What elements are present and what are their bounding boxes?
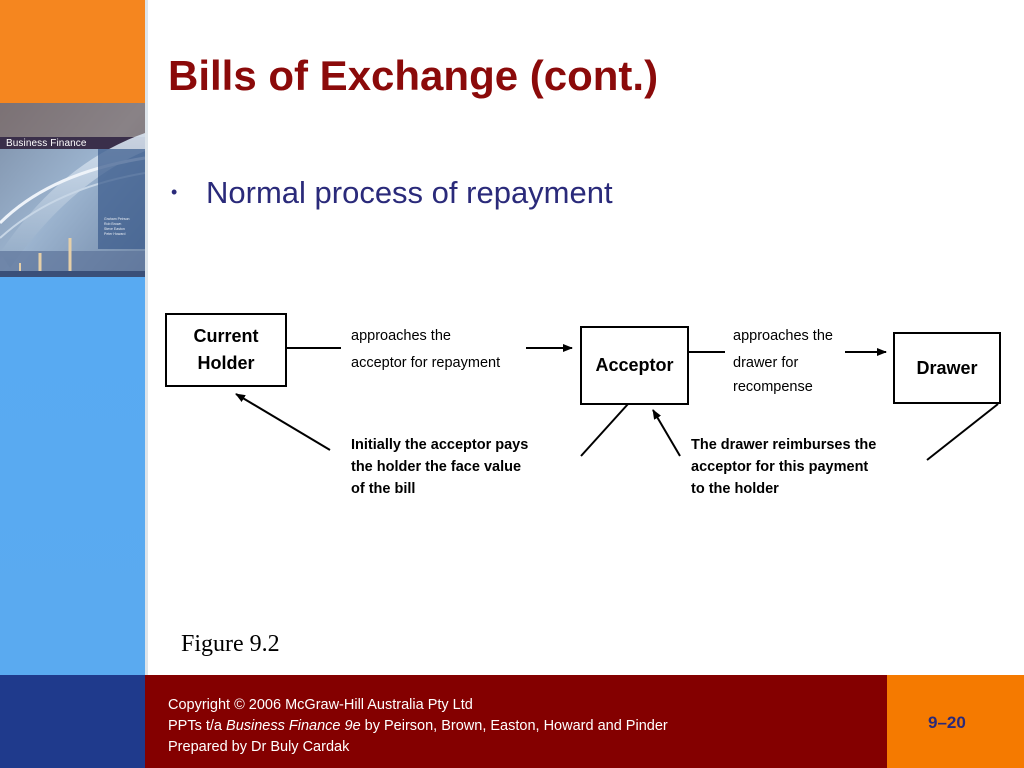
bullet-text: Normal process of repayment — [206, 175, 613, 210]
connector-drawer-down — [926, 403, 999, 461]
slide-title: Bills of Exchange (cont.) — [168, 52, 659, 99]
node-acceptor: Acceptor — [580, 326, 689, 405]
connector-acceptor-down — [580, 403, 629, 457]
cover-title: Business Finance — [6, 138, 87, 149]
cover-author: Steve Easton — [104, 227, 125, 231]
label-acceptor-pays-line: Initially the acceptor pays — [351, 437, 529, 453]
footer-book-title: Business Finance 9e — [226, 718, 361, 734]
footer-ppts-credit: PPTs t/a Business Finance 9e by Peirson,… — [168, 718, 668, 734]
node-current-holder-line: Current — [193, 326, 259, 346]
label-drawer-reimburses-line: to the holder — [691, 481, 779, 497]
sidebar-blue-panel — [0, 277, 145, 675]
node-acceptor-label: Acceptor — [595, 355, 674, 375]
label-approach-drawer-line: recompense — [733, 379, 813, 395]
sidebar-divider — [145, 0, 148, 675]
label-approach-acceptor-line: approaches the — [351, 328, 451, 344]
node-current-holder-line: Holder — [197, 353, 255, 373]
figure-caption: Figure 9.2 — [181, 631, 280, 657]
bridge-photo-icon — [0, 103, 145, 277]
node-current-holder: Current Holder — [165, 313, 287, 387]
footer-right-block — [887, 675, 1024, 768]
arrow-payment-to-holder — [235, 393, 331, 451]
label-approach-drawer-line: drawer for — [733, 355, 799, 371]
label-approach-drawer-line: approaches the — [733, 328, 833, 344]
sidebar-orange-block — [0, 0, 145, 103]
label-acceptor-pays-line: the holder the face value — [351, 459, 522, 475]
footer-ppts-prefix: PPTs t/a — [168, 718, 227, 734]
footer-copyright: Copyright © 2006 McGraw-Hill Australia P… — [168, 697, 473, 713]
label-drawer-reimburses-line: acceptor for this payment — [691, 459, 869, 475]
page-number: 9–20 — [928, 713, 966, 732]
node-drawer-label: Drawer — [916, 357, 978, 378]
label-drawer-reimburses-line: The drawer reimburses the — [691, 437, 877, 453]
footer-band — [145, 675, 887, 768]
book-cover-image: Business Finance Graham Peirson Rob Brow… — [0, 103, 145, 277]
cover-author: Graham Peirson — [104, 217, 130, 221]
footer-left-block — [0, 675, 145, 768]
footer-prepared-by: Prepared by Dr Buly Cardak — [168, 739, 350, 755]
sidebar-decoration: Business Finance Graham Peirson Rob Brow… — [0, 0, 145, 675]
node-drawer: Drawer — [893, 332, 1001, 404]
cover-author: Peter Howard — [104, 232, 126, 236]
cover-author: Rob Brown — [104, 222, 122, 226]
arrow-reimburse-to-acceptor — [652, 409, 681, 457]
bullet-marker: • — [171, 182, 178, 202]
label-acceptor-pays-line: of the bill — [351, 481, 416, 497]
label-approach-acceptor-line: acceptor for repayment — [351, 355, 501, 371]
footer-ppts-authors: by Peirson, Brown, Easton, Howard and Pi… — [360, 718, 668, 734]
